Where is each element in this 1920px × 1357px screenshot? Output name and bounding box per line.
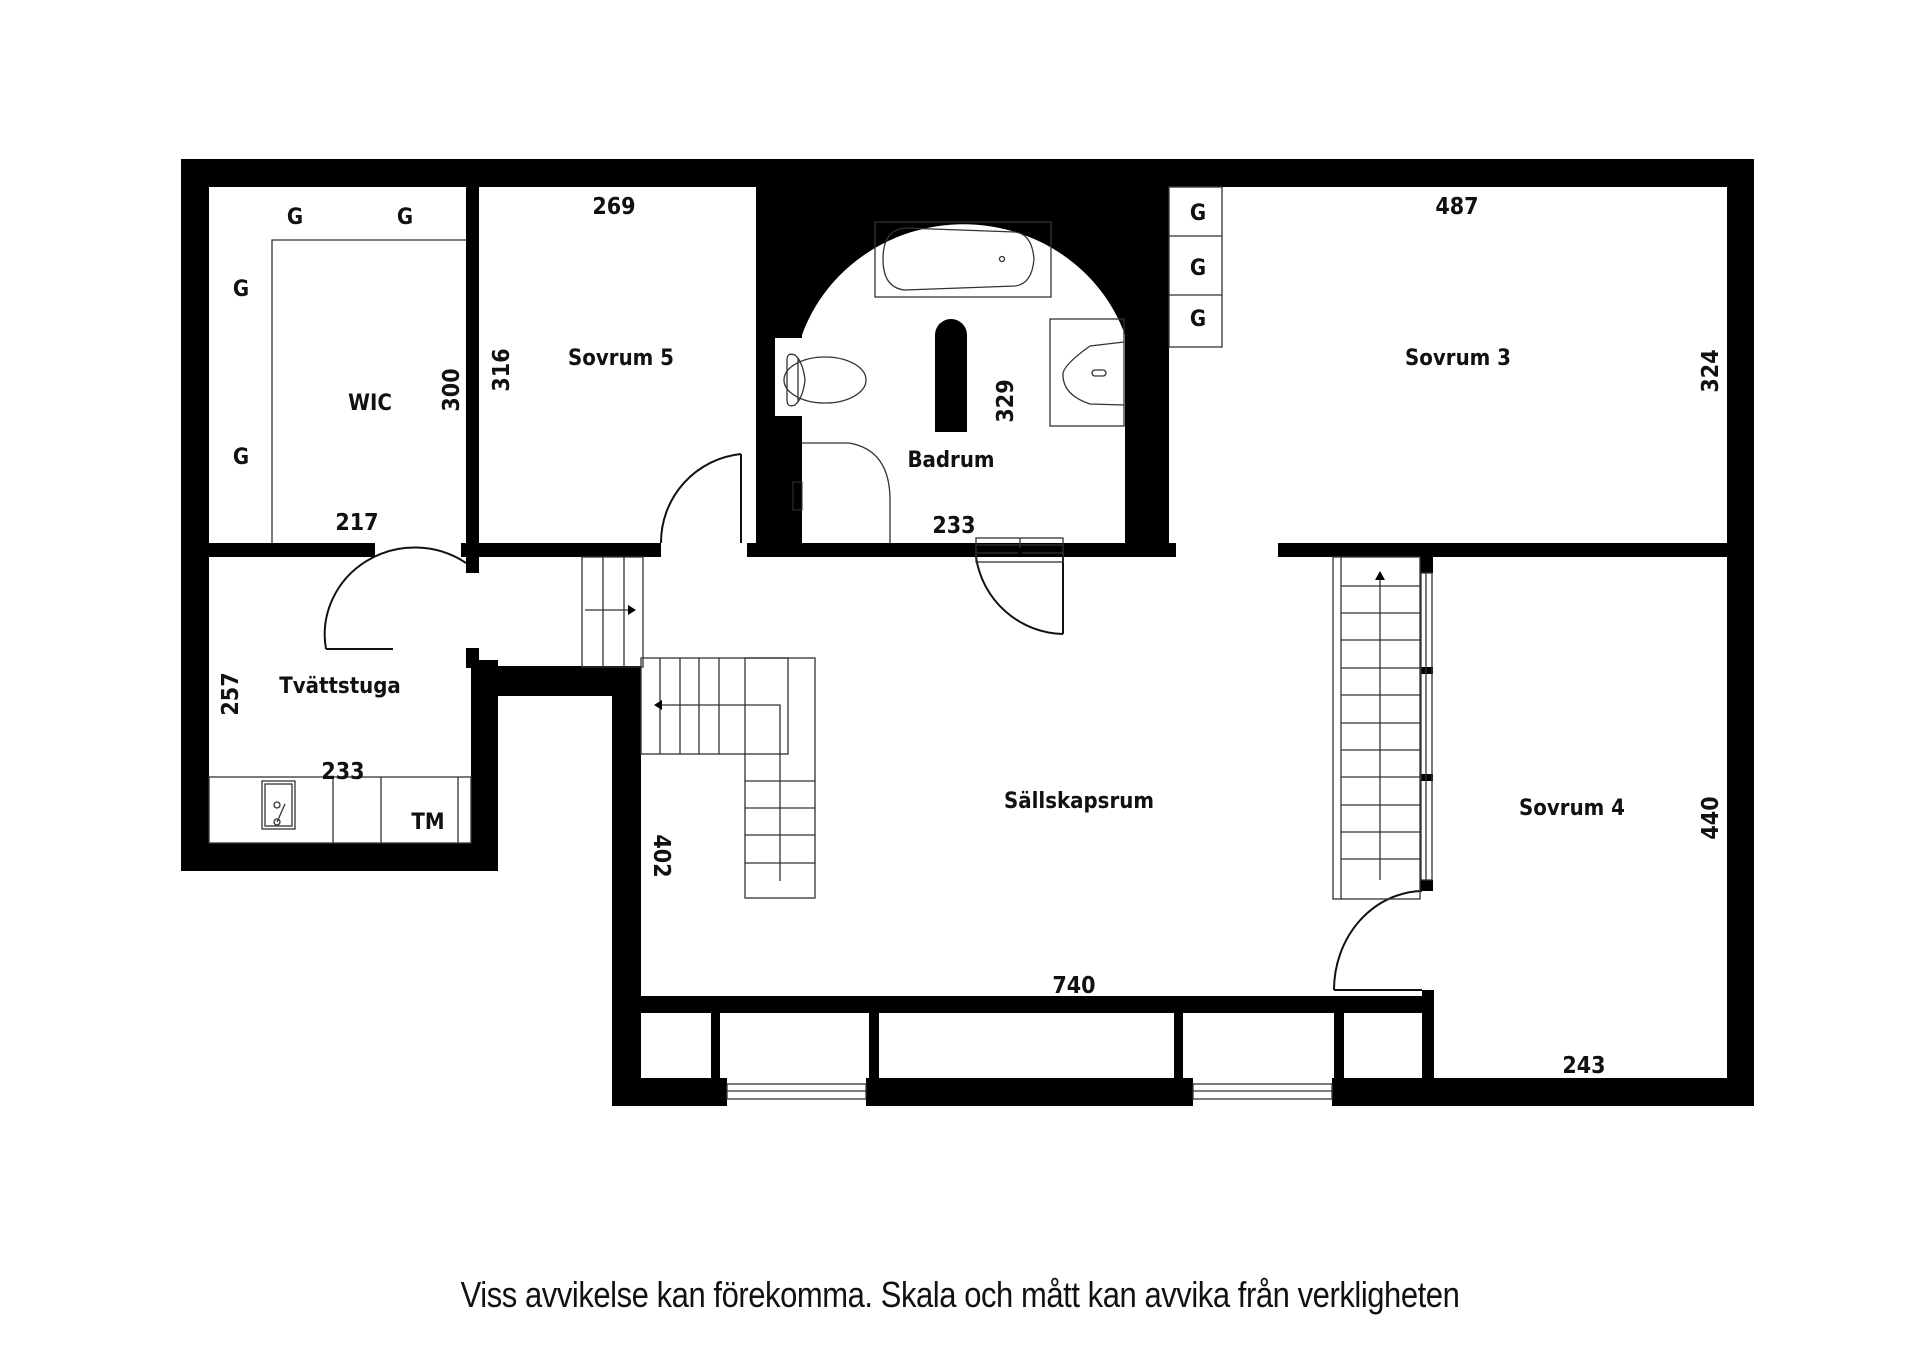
- corridor-stairs: [581, 556, 644, 668]
- dim-tvattstuga-height: 257: [218, 672, 244, 715]
- door-sovrum5[interactable]: [659, 453, 742, 544]
- dim-wic-width: 217: [335, 510, 378, 536]
- dim-sovrum4-height: 440: [1698, 796, 1724, 839]
- right-staircase: [1332, 556, 1433, 900]
- door-sovrum4[interactable]: [1333, 890, 1423, 991]
- sink-icon: [1049, 318, 1125, 427]
- disclaimer-caption: Viss avvikelse kan förekomma. Skala och …: [460, 1274, 1460, 1315]
- dim-badrum-width: 233: [932, 513, 975, 539]
- wardrobe-label: G: [397, 205, 413, 230]
- laundry-sink-icon: [261, 780, 296, 830]
- door-badrum[interactable]: [975, 556, 1064, 635]
- toilet-icon: [783, 353, 867, 407]
- room-label-badrum: Badrum: [907, 448, 994, 473]
- wardrobe-label: G: [233, 445, 249, 470]
- wardrobe-label: G: [287, 205, 303, 230]
- wardrobe-label: G: [1190, 201, 1206, 226]
- dim-sovrum3-width: 487: [1435, 194, 1478, 220]
- dim-tvattstuga-width: 233: [321, 759, 364, 785]
- dim-sovrum3-height: 324: [1698, 349, 1724, 392]
- wic-shelving: [271, 239, 466, 543]
- room-label-tvattstuga: Tvättstuga: [279, 674, 401, 699]
- dim-sovrum5-width: 269: [592, 194, 635, 220]
- room-label-sovrum5: Sovrum 5: [568, 346, 674, 371]
- window-left: [726, 1078, 867, 1106]
- dim-sallskapsrum-width: 740: [1052, 973, 1095, 999]
- tm-label: TM: [411, 810, 444, 835]
- door-tvattstuga[interactable]: [323, 546, 467, 650]
- window-right: [1192, 1078, 1333, 1106]
- wardrobe-label: G: [1190, 256, 1206, 281]
- dimension-labels: 217 300 269 316 233 329 487 324 233 257 …: [218, 194, 1724, 1079]
- main-staircase: [640, 657, 816, 899]
- dim-badrum-height: 329: [993, 379, 1019, 422]
- room-label-wic: WIC: [348, 391, 392, 416]
- shower-screen: [792, 442, 891, 543]
- shower-column-icon: [935, 319, 967, 432]
- wardrobe-label: G: [233, 277, 249, 302]
- bathroom-step: [975, 537, 1064, 563]
- sovrum3-wardrobes: [1168, 186, 1223, 348]
- wardrobe-label: G: [1190, 307, 1206, 332]
- dim-wic-height: 300: [439, 368, 465, 411]
- room-label-sovrum4: Sovrum 4: [1519, 796, 1625, 821]
- room-label-sovrum3: Sovrum 3: [1405, 346, 1511, 371]
- room-labels: WIC Sovrum 5 Badrum Sovrum 3 Tvättstuga …: [279, 346, 1625, 821]
- dim-sovrum5-height: 316: [489, 348, 515, 391]
- room-label-sallskapsrum: Sällskapsrum: [1004, 789, 1154, 814]
- wardrobe-labels: G G G G G G G TM: [233, 201, 1206, 835]
- dim-sallskapsrum-height: 402: [648, 834, 674, 877]
- dim-sovrum4-width: 243: [1562, 1053, 1605, 1079]
- laundry-counter: [208, 776, 472, 844]
- bathtub-icon: [874, 221, 1052, 298]
